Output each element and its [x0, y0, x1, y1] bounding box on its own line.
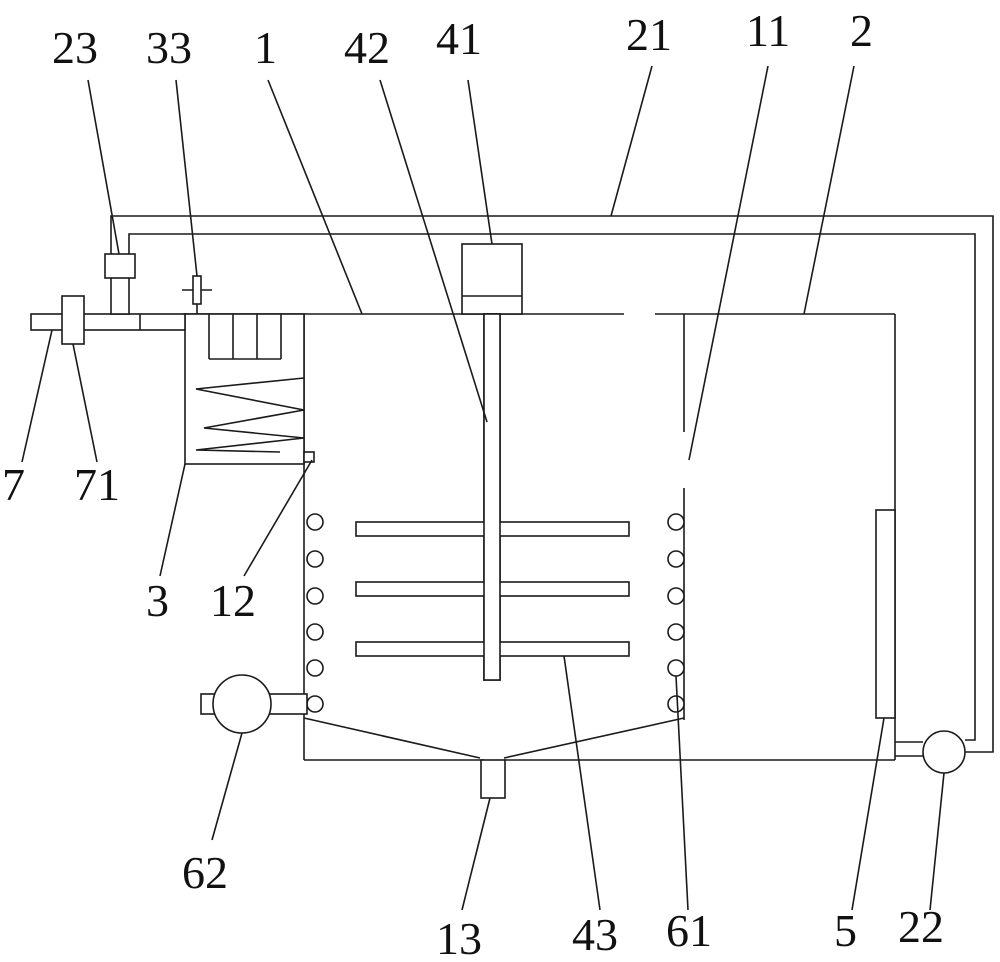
reference-labels: 23 33 1 42 41 21 11 2 7 71 3 12 62 13 43…	[2, 5, 944, 962]
label-12: 12	[210, 575, 256, 626]
leader-71	[72, 343, 98, 463]
bottom-outlet	[480, 759, 506, 799]
leader-13	[461, 797, 491, 911]
label-23: 23	[52, 22, 98, 73]
agitator	[355, 243, 630, 681]
leader-5	[851, 717, 885, 911]
coil-left-5	[306, 659, 324, 677]
coil-left-6	[306, 695, 324, 713]
label-21: 21	[626, 9, 672, 60]
cone-right	[503, 717, 685, 759]
motor	[461, 243, 523, 315]
condenser-box	[184, 313, 315, 465]
label-33: 33	[146, 22, 192, 73]
coil-left-2	[306, 550, 324, 568]
vent-cap-33	[192, 275, 202, 305]
inlet-pipe-7	[30, 313, 186, 331]
level-gauge-5	[875, 509, 896, 719]
leader-11	[688, 65, 769, 461]
leader-3	[159, 463, 186, 577]
leader-2	[803, 65, 855, 315]
shaft-overlay	[483, 313, 501, 681]
pump-22-body	[922, 730, 966, 774]
heating-coils-left	[306, 513, 324, 713]
label-7: 7	[2, 459, 25, 510]
leader-23	[87, 79, 120, 255]
cone-left	[303, 717, 481, 759]
recirculation-line	[110, 215, 994, 774]
label-5: 5	[834, 905, 857, 956]
pump-62-body	[212, 674, 272, 734]
pipe-21-inner	[128, 233, 976, 741]
leader-lines	[21, 65, 945, 911]
valve-71	[61, 295, 85, 345]
valve-23	[104, 253, 136, 279]
label-1: 1	[254, 22, 277, 73]
coil-right-5	[667, 659, 685, 677]
coil-right-1	[667, 513, 685, 531]
coil-right-2	[667, 550, 685, 568]
label-13: 13	[436, 913, 482, 962]
leader-1	[267, 79, 363, 315]
label-22: 22	[898, 901, 944, 952]
leader-21	[610, 65, 653, 217]
leader-7	[21, 329, 53, 463]
coil-right-6	[667, 695, 685, 713]
label-71: 71	[74, 459, 120, 510]
heating-coils-right	[667, 513, 685, 713]
pump-62	[200, 674, 308, 734]
coil-right-3	[667, 587, 685, 605]
leader-61	[675, 675, 689, 911]
label-61: 61	[666, 905, 712, 956]
leader-42	[379, 79, 488, 423]
leader-22	[929, 772, 945, 911]
label-41: 41	[436, 13, 482, 64]
leader-62	[211, 732, 243, 841]
coil-right-4	[667, 623, 685, 641]
inlet-assembly	[30, 253, 212, 345]
coil-left-3	[306, 587, 324, 605]
label-42: 42	[344, 22, 390, 73]
condenser-housing	[184, 313, 305, 465]
label-62: 62	[182, 847, 228, 898]
leader-41	[467, 79, 493, 245]
conical-bottom	[303, 717, 685, 799]
connecting-pipe-12	[303, 451, 315, 463]
label-11: 11	[746, 5, 790, 56]
condenser-zigzag	[195, 377, 305, 453]
pipe-21-outer	[110, 215, 994, 753]
coil-left-1	[306, 513, 324, 531]
leader-43	[563, 655, 601, 911]
leader-33	[175, 79, 198, 277]
label-2: 2	[850, 5, 873, 56]
label-3: 3	[146, 575, 169, 626]
label-43: 43	[572, 909, 618, 960]
coil-left-4	[306, 623, 324, 641]
leader-12	[243, 459, 313, 577]
